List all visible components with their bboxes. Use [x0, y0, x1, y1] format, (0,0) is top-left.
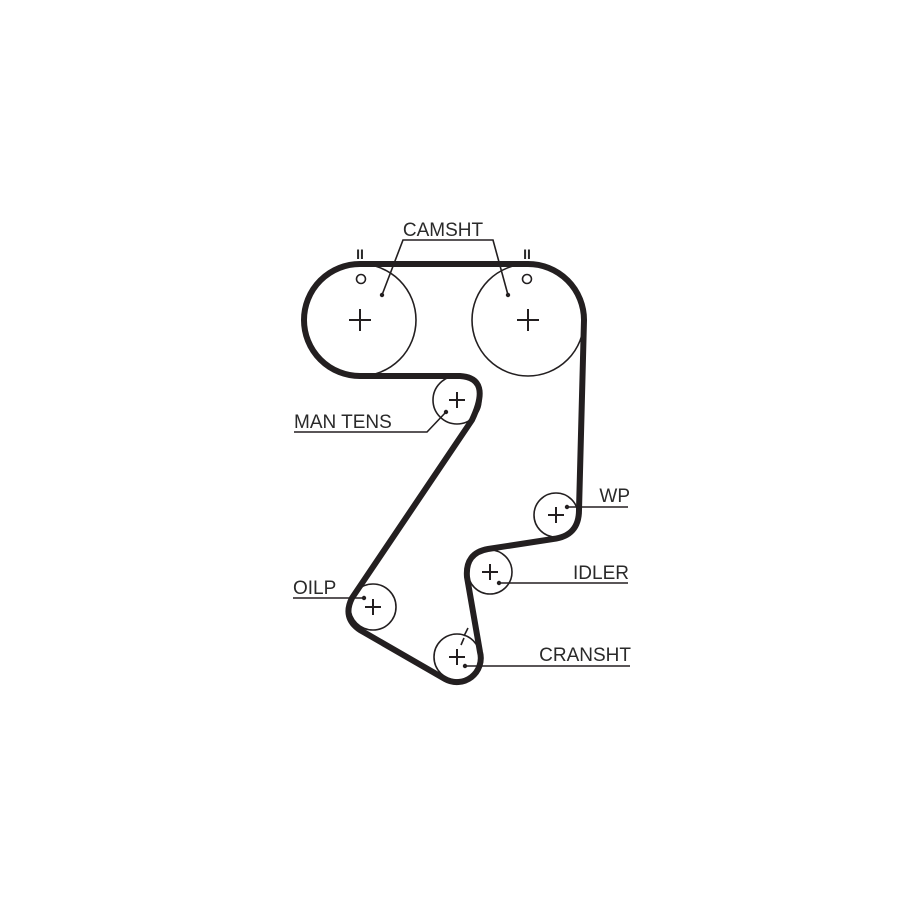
- camshaft-label: CAMSHT: [403, 220, 484, 241]
- water-pump-label: WP: [599, 486, 630, 507]
- left-timing-circle-icon: [355, 273, 367, 285]
- leader-dots: [361, 292, 570, 669]
- leader-lines: [293, 239, 630, 667]
- left-timing-mark: II: [356, 246, 364, 262]
- center-cross-icons: [349, 309, 564, 665]
- idler-label: IDLER: [573, 563, 629, 584]
- right-timing-circle-icon: [521, 273, 533, 285]
- manual-tensioner-label: MAN TENS: [294, 412, 392, 433]
- crankshaft-label: CRANSHT: [539, 645, 631, 666]
- oil-pump-label: OILP: [293, 578, 336, 599]
- right-timing-mark: II: [523, 246, 531, 262]
- timing-belt: [301, 261, 587, 686]
